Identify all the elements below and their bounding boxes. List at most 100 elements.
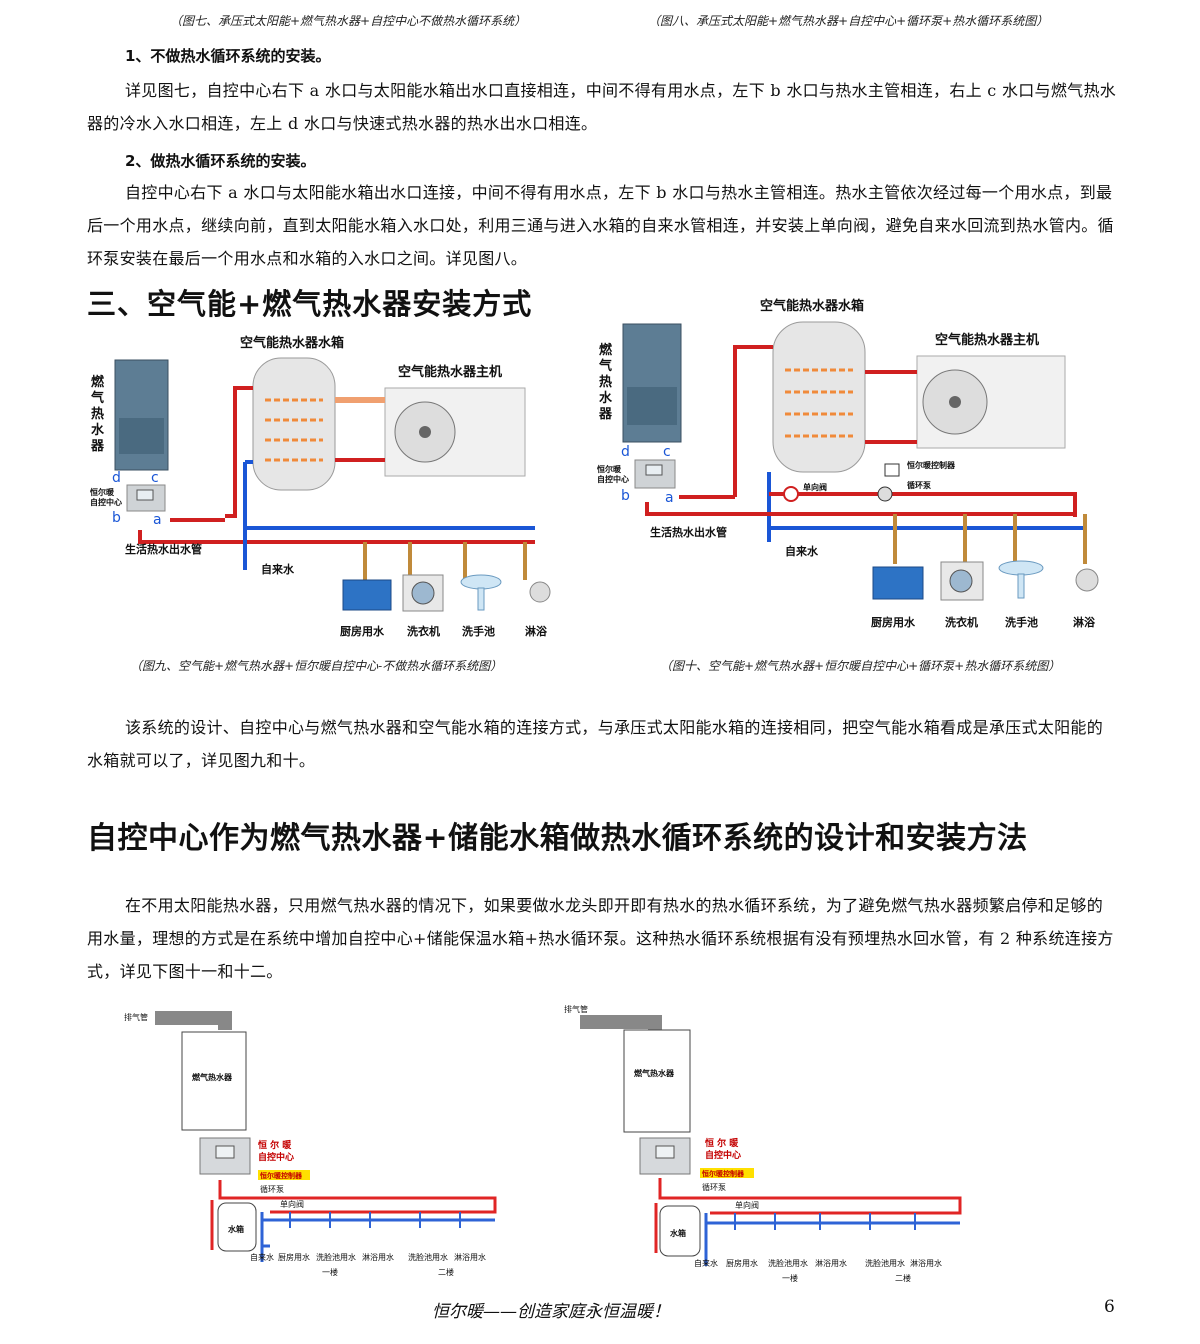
port-d: d	[621, 444, 630, 460]
heater-label: 燃气热水器	[634, 1068, 675, 1078]
fixture-1: 厨房用水	[726, 1258, 758, 1268]
brand-label: 恒 尔 暖	[705, 1137, 739, 1149]
hot-main-pipe	[138, 530, 535, 544]
check-valve-label: 单向阀	[280, 1199, 304, 1209]
svg-text:燃: 燃	[599, 342, 613, 358]
figure-9-diagram: 空气能热水器水箱 空气能热水器主机 燃气 热水 器 恒尔暖 自控中心 d c b…	[90, 335, 551, 638]
heading-no-circulation: 1、不做热水循环系统的安装。	[125, 47, 331, 65]
tank-label: 水箱	[227, 1224, 244, 1234]
hot-pipe	[225, 386, 253, 518]
controller-label-2: 自控中心	[90, 497, 122, 507]
port-a: a	[665, 490, 674, 506]
pump-controller-label: 恒尔暖控制器	[907, 460, 956, 470]
pump-controller-icon	[884, 463, 900, 477]
fixture-sink: 洗手池	[462, 624, 495, 638]
floor-1-label: 一楼	[322, 1267, 338, 1277]
exhaust-pipe	[580, 1015, 662, 1032]
svg-text:自控中心: 自控中心	[597, 474, 629, 484]
floor-1-label: 一楼	[782, 1273, 798, 1283]
exhaust-pipe	[155, 1011, 232, 1030]
heading-with-circulation: 2、做热水循环系统的安装。	[125, 152, 316, 170]
svg-text:器: 器	[598, 407, 613, 422]
controller-label-1: 恒尔暖	[90, 487, 115, 497]
fixture-2: 洗脸池用水	[768, 1258, 808, 1268]
unit-label: 空气能热水器主机	[398, 364, 502, 380]
sink-icon	[460, 574, 502, 590]
floor-2-label: 二楼	[895, 1273, 911, 1283]
svg-text:热: 热	[599, 374, 612, 390]
fixture-3: 淋浴用水	[815, 1258, 847, 1268]
pump-label: 循环泵	[260, 1184, 284, 1194]
pump-controller-label: 恒尔暖控制器	[259, 1171, 303, 1180]
exhaust-label: 排气管	[124, 1012, 148, 1022]
page-number: 6	[1104, 1297, 1115, 1317]
fixture-5: 淋浴用水	[454, 1252, 486, 1262]
svg-text:燃: 燃	[91, 374, 105, 390]
heater-label: 燃气热水器	[192, 1072, 233, 1082]
fixture-sink: 洗手池	[1005, 615, 1038, 629]
tap-label: 自来水	[250, 1252, 274, 1262]
fixture-1: 厨房用水	[278, 1252, 310, 1262]
tank-coil	[265, 398, 323, 462]
port-b: b	[112, 510, 121, 526]
gas-heater	[623, 1029, 691, 1133]
paragraph-no-circulation: 详见图七，自控中心右下 a 水口与太阳能水箱出水口直接相连，中间不得有用水点，左…	[87, 81, 1117, 133]
fixture-kitchen: 厨房用水	[871, 615, 916, 629]
svg-text:恒尔暖: 恒尔暖	[597, 464, 622, 474]
port-b: b	[621, 488, 630, 504]
paragraph-storage-tank-method: 在不用太阳能热水器，只用燃气热水器的情况下，如果要做水龙头即开即有热水的热水循环…	[87, 896, 1114, 981]
fixture-4: 洗脸池用水	[408, 1252, 448, 1262]
figure-10-diagram: 空气能热水器水箱 空气能热水器主机 燃气 热水 器 恒尔暖 自控中心 d c b…	[597, 298, 1099, 629]
exhaust-label: 排气管	[564, 1004, 588, 1014]
controller-label: 自控中心	[258, 1151, 294, 1163]
pump-controller-badge	[258, 1170, 310, 1180]
tap-label: 自来水	[785, 544, 819, 558]
figure-10-caption: （图十、空气能+燃气热水器+恒尔暖自控中心+循环泵+热水循环系统图）	[660, 659, 1061, 673]
storage-tank	[772, 321, 866, 473]
check-valve-label: 单向阀	[803, 482, 827, 492]
shower-icon	[529, 581, 551, 603]
floor-2-label: 二楼	[438, 1267, 454, 1277]
figure-12-diagram: 排气管 燃气热水器 恒 尔 暖 自控中心 恒尔暖控制器 循环泵 单向阀 水箱 自…	[564, 1004, 962, 1283]
shower-icon	[1075, 568, 1099, 592]
port-c: c	[151, 470, 159, 486]
kitchen-icon	[872, 566, 924, 600]
check-valve-icon	[783, 486, 799, 502]
fixture-shower: 淋浴	[1073, 615, 1096, 629]
storage-tank	[217, 1202, 257, 1252]
fixture-2: 洗脸池用水	[316, 1252, 356, 1262]
paragraph-with-circulation: 自控中心右下 a 水口与太阳能水箱出水口连接，中间不得有用水点，左下 b 水口与…	[87, 183, 1114, 268]
svg-text:热: 热	[91, 406, 104, 422]
unit-label: 空气能热水器主机	[935, 332, 1039, 348]
check-valve-label: 单向阀	[735, 1200, 759, 1210]
pump-label: 循环泵	[702, 1182, 726, 1192]
port-d: d	[112, 470, 121, 486]
pump-label: 循环泵	[906, 480, 931, 490]
fixture-washer: 洗衣机	[945, 615, 978, 629]
controller-display	[136, 489, 154, 501]
svg-text:器: 器	[90, 439, 105, 454]
tap-label: 自来水	[261, 562, 295, 576]
tank-label: 水箱	[669, 1228, 686, 1238]
tank-label: 空气能热水器水箱	[240, 335, 344, 351]
hot-pipe	[733, 345, 773, 497]
pump-controller-badge	[700, 1168, 754, 1178]
fixture-shower: 淋浴	[525, 624, 548, 638]
kitchen-icon	[342, 579, 392, 611]
hot-pipes	[654, 1178, 962, 1253]
pump-controller-label: 恒尔暖控制器	[701, 1169, 745, 1178]
heater-panel	[119, 418, 164, 454]
hot-main-pipe	[645, 502, 1075, 516]
sink-icon	[998, 560, 1044, 576]
fixture-5: 淋浴用水	[910, 1258, 942, 1268]
svg-text:水: 水	[91, 422, 105, 438]
outlet-label: 生活热水出水管	[650, 525, 727, 539]
svg-text:水: 水	[599, 390, 613, 406]
paragraph-air-energy: 该系统的设计、自控中心与燃气热水器和空气能水箱的连接方式，与承压式太阳能水箱的连…	[87, 718, 1104, 770]
port-a: a	[153, 512, 162, 528]
storage-tank	[659, 1205, 701, 1257]
tank-label: 空气能热水器水箱	[760, 298, 864, 314]
figure-11-diagram: 排气管 燃气热水器 恒 尔 暖 自控中心 恒尔暖控制器 循环泵 单向阀 水箱 自…	[124, 1011, 497, 1277]
washer-icon	[940, 561, 984, 601]
figure-7-caption: （图七、承压式太阳能+燃气热水器+自控中心不做热水循环系统）	[170, 14, 527, 28]
